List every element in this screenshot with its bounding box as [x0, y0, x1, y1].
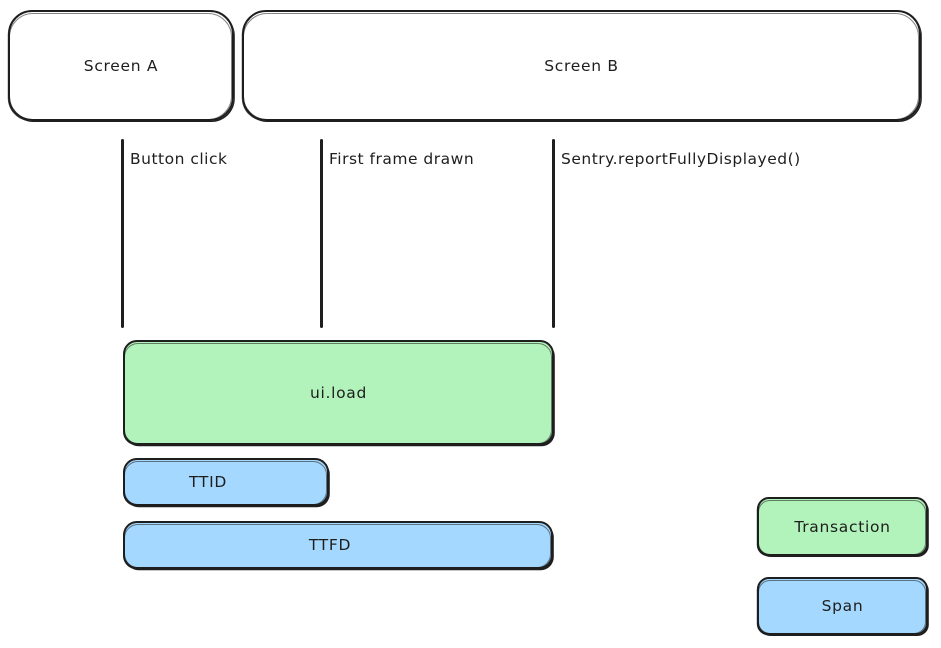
legend-transaction-label: Transaction — [794, 517, 891, 536]
marker-line-button-click — [121, 139, 124, 328]
legend-transaction-swatch[interactable]: Transaction — [757, 497, 928, 556]
legend-span-swatch[interactable]: Span — [757, 577, 928, 635]
screen-a-label: Screen A — [83, 56, 159, 75]
bar-ui-load-label: ui.load — [309, 383, 368, 402]
marker-label-report-fully-displayed: Sentry.reportFullyDisplayed() — [561, 150, 801, 168]
marker-line-first-frame-drawn — [320, 139, 323, 328]
bar-ui-load[interactable]: ui.load — [123, 340, 554, 445]
bar-ttid[interactable]: TTID — [123, 458, 329, 506]
marker-label-first-frame-drawn: First frame drawn — [329, 150, 475, 168]
marker-label-button-click: Button click — [130, 150, 228, 168]
bar-ttfd[interactable]: TTFD — [123, 521, 553, 569]
bar-ttid-label: TTID — [189, 473, 227, 491]
screen-b-label: Screen B — [544, 56, 619, 75]
screen-b-box[interactable]: Screen B — [242, 10, 921, 121]
screen-a-box[interactable]: Screen A — [8, 10, 234, 121]
bar-ttfd-label: TTFD — [308, 536, 352, 554]
marker-line-report-fully-displayed — [552, 139, 555, 328]
legend-span-label: Span — [821, 597, 864, 615]
